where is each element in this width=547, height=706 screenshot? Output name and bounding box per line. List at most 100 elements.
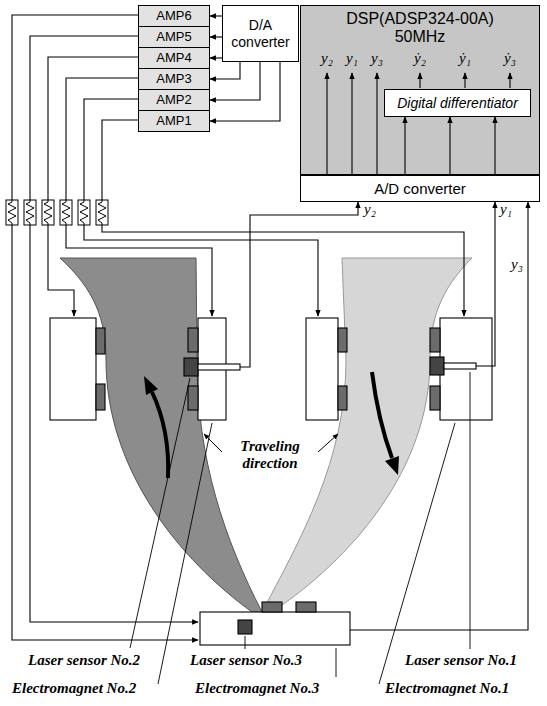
converter-box: D/A converter	[222, 5, 299, 62]
direction-label: Traveling direction	[225, 438, 315, 473]
resistor-symbol	[24, 200, 36, 225]
amp-wire	[84, 99, 138, 200]
leader-line	[318, 434, 338, 452]
amp-wire	[30, 36, 138, 200]
electromagnet-coil	[296, 602, 316, 612]
amplifier-box: AMP5	[138, 26, 210, 48]
sensor-rod	[198, 364, 240, 370]
amp-wire	[66, 78, 138, 200]
direction-arrowhead	[385, 456, 399, 475]
amp-wire	[102, 120, 138, 200]
steel-plate-light	[262, 258, 472, 612]
resistor-zigzag	[8, 200, 16, 225]
signal-arrow	[210, 62, 280, 121]
signal-name: y₁	[500, 201, 512, 218]
leader-line	[336, 648, 337, 677]
converter-box: A/D converter	[300, 175, 540, 202]
laser-sensor	[238, 620, 252, 634]
signal-arrow	[494, 117, 495, 175]
part-name: Electromagnet No.3	[195, 680, 319, 697]
signal-arrow	[210, 62, 240, 79]
signal-arrow	[419, 73, 420, 88]
box-label: DSP(ADSP324-00A) 50MHz	[330, 10, 510, 47]
signal-arrow	[404, 117, 405, 175]
electromagnet-body	[306, 318, 338, 420]
box-label: AMP5	[156, 30, 191, 45]
resistor-zigzag	[26, 200, 34, 225]
signal-wire	[240, 202, 358, 367]
signal-arrow	[351, 73, 352, 175]
electromagnet-coil	[430, 386, 440, 410]
amplifier-box: AMP1	[138, 110, 210, 132]
signal-name: ẏ₁	[459, 50, 471, 67]
signal-wire	[350, 202, 528, 630]
electromagnet-body	[50, 318, 96, 420]
resistor-symbol	[96, 200, 108, 225]
box-fill	[138, 47, 210, 69]
direction-arrowhead	[144, 376, 158, 395]
amp-wire	[12, 15, 138, 200]
amplifier-box: AMP6	[138, 5, 210, 27]
part-name: Laser sensor No.2	[28, 652, 140, 669]
steel-plate-dark	[60, 258, 262, 612]
leader-line	[130, 378, 190, 648]
resistor-zigzag	[98, 200, 106, 225]
laser-sensor	[430, 357, 444, 375]
signal-arrow	[376, 73, 377, 175]
signal-name: ẏ₃	[504, 50, 516, 67]
part-name: Laser sensor No.1	[405, 652, 517, 669]
box-label: AMP2	[156, 93, 191, 108]
resistor-symbol	[78, 200, 90, 225]
box-label: AMP1	[156, 114, 191, 129]
resistor-zigzag	[62, 200, 70, 225]
box-fill	[138, 5, 210, 27]
coil-wire	[102, 225, 464, 316]
signal-arrow	[210, 62, 260, 100]
electromagnet-body	[440, 318, 492, 420]
direction-arrow	[372, 372, 392, 458]
signal-name: ẏ₂	[414, 50, 426, 67]
signal-name: y₃	[511, 256, 523, 273]
part-name: Electromagnet No.1	[385, 680, 509, 697]
amplifier-box: AMP4	[138, 47, 210, 69]
box-label: D/A converter	[228, 17, 294, 49]
box-fill	[138, 89, 210, 111]
coil-wire	[30, 225, 198, 622]
coil-wire	[48, 225, 74, 316]
leader-line	[379, 423, 455, 684]
electromagnet-coil	[262, 602, 282, 612]
coil-wire	[12, 225, 198, 640]
electromagnet-coil	[430, 328, 440, 352]
resistor-symbol	[60, 200, 72, 225]
coil-wire	[66, 225, 212, 316]
part-name: Electromagnet No.2	[12, 680, 136, 697]
leader-line	[158, 423, 212, 684]
signal-arrow	[464, 73, 465, 88]
signal-name: y₁	[346, 50, 358, 67]
box-fill	[222, 5, 299, 62]
differentiator-box: Digital differentiator	[384, 89, 531, 117]
amp-wire	[48, 57, 138, 200]
direction-arrow	[152, 392, 168, 478]
box-fill	[138, 26, 210, 48]
box-fill	[384, 89, 531, 117]
signal-name: y₂	[364, 201, 376, 218]
electromagnet-coil	[338, 386, 347, 410]
laser-sensor	[184, 358, 198, 376]
electromagnet-coil	[188, 328, 198, 352]
box-label: AMP3	[156, 72, 191, 87]
electromagnet-body	[200, 612, 350, 645]
sensor-rod	[444, 363, 476, 369]
signal-arrow	[210, 15, 222, 16]
electromagnet-coil	[338, 328, 347, 352]
signal-arrow	[326, 73, 327, 175]
amplifier-box: AMP2	[138, 89, 210, 111]
signal-arrow	[210, 57, 222, 58]
leader-line	[245, 636, 246, 649]
electromagnet-coil	[188, 386, 198, 410]
box-fill	[138, 110, 210, 132]
box-label: AMP4	[156, 51, 191, 66]
processor-box: DSP(ADSP324-00A) 50MHzDigital differenti…	[300, 5, 540, 175]
coil-wire	[84, 225, 318, 316]
leader-line	[470, 372, 471, 649]
